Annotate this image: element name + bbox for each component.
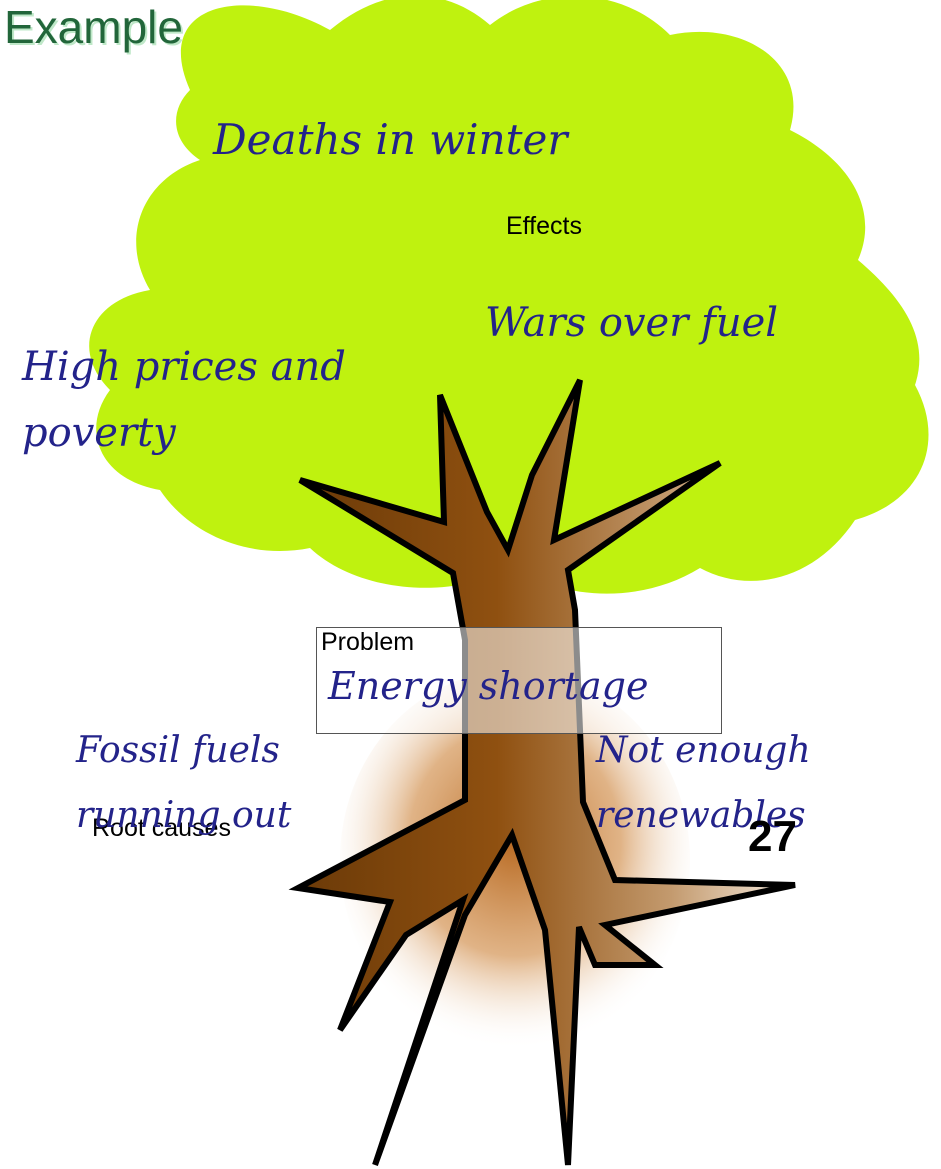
- cause-fossil-line1: Fossil fuels: [76, 730, 280, 771]
- slide-title: Example: [4, 1, 183, 53]
- effect-deaths-in-winter: Deaths in winter: [213, 115, 568, 164]
- cause-renewables-line2: renewables: [596, 795, 806, 836]
- root-causes-label: Root causes: [92, 814, 231, 842]
- cause-fossil-fuels: Fossil fuels running out: [76, 718, 291, 848]
- tree-canopy: [89, 0, 929, 594]
- effect-high-prices-line2: poverty: [22, 410, 176, 456]
- effects-label: Effects: [506, 212, 582, 240]
- problem-value: Energy shortage: [328, 664, 649, 708]
- cause-fossil-line2: running out: [76, 795, 292, 836]
- page-number: 27: [748, 812, 797, 861]
- effect-high-prices: High prices and poverty: [22, 334, 346, 466]
- effect-high-prices-line1: High prices and: [22, 344, 346, 390]
- effect-wars-over-fuel: Wars over fuel: [485, 300, 779, 346]
- cause-renewables: Not enough renewables: [596, 718, 811, 848]
- problem-label: Problem: [321, 628, 415, 656]
- tree-trunk: [288, 378, 796, 1167]
- problem-box: Problem Energy shortage: [316, 627, 722, 734]
- cause-renewables-line1: Not enough: [596, 730, 811, 771]
